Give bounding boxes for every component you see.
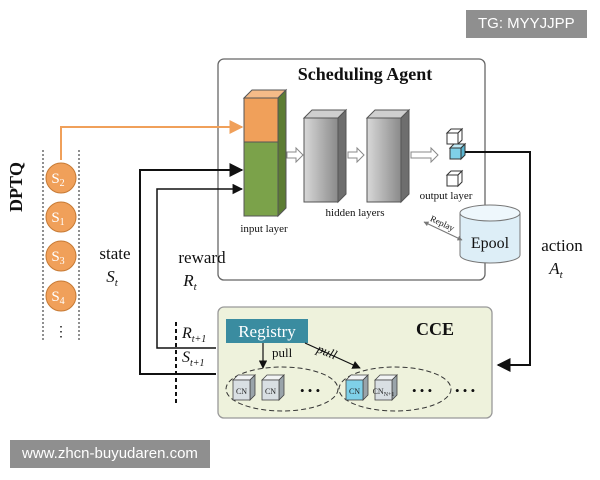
queue-ellipsis: ⋮ <box>54 325 68 340</box>
container-node-label: CN <box>265 387 276 396</box>
output-cube-selected <box>448 142 467 161</box>
reward-symbol: Rt <box>182 271 197 293</box>
next-reward-symbol: Rt+1 <box>181 325 206 345</box>
hidden-layer-1 <box>303 117 339 203</box>
layer-arrow-2 <box>347 146 365 164</box>
container-node: CN <box>232 374 256 401</box>
queue-item-circle <box>45 201 77 233</box>
reward-arrow <box>156 183 244 349</box>
queue-item-label: S2 <box>51 171 64 189</box>
group-2-dots: • • • <box>412 383 432 398</box>
pull-label-1: pull <box>272 345 293 360</box>
input-layer-orange <box>243 97 279 143</box>
action-arrow <box>465 151 531 372</box>
cce-title: CCE <box>416 319 454 339</box>
registry-box <box>226 319 308 343</box>
queue-item: S3 <box>45 240 77 272</box>
container-node: CN <box>261 374 285 401</box>
queue-item: S4 <box>45 280 77 312</box>
input-layer-label: input layer <box>240 223 288 235</box>
hidden-layer-1-side <box>337 108 347 204</box>
layer-arrow-1 <box>286 146 304 164</box>
container-node: CN <box>345 374 369 401</box>
output-layer-label: output layer <box>420 190 473 202</box>
epool-label: Epool <box>471 235 510 252</box>
layer-arrow-3 <box>410 146 439 164</box>
queue-item: S2 <box>45 162 77 194</box>
queue-item-label: S3 <box>51 249 64 267</box>
cce-nodes: CN CN CN CNN+1 <box>232 374 398 401</box>
queue-item-label: S1 <box>51 210 64 228</box>
group-1-dots: • • • <box>300 383 320 398</box>
next-state-symbol: St+1 <box>182 349 205 369</box>
replay-arrow <box>423 221 463 241</box>
queue-item-circle <box>45 280 77 312</box>
agent-title: Scheduling Agent <box>298 64 433 84</box>
epool-top <box>459 204 521 222</box>
output-cube-1 <box>445 127 464 146</box>
node-group-2 <box>338 366 452 412</box>
state-label: state <box>99 244 130 263</box>
queue-item-circle <box>45 162 77 194</box>
watermark-bottom: www.zhcn-buyudaren.com <box>10 440 210 468</box>
pull-arrow-2 <box>304 342 361 369</box>
queue-item-circle <box>45 240 77 272</box>
layer-arrows <box>286 146 439 164</box>
action-symbol: At <box>548 259 563 281</box>
input-layer-side-face <box>277 88 287 218</box>
hidden-layers-label: hidden layers <box>326 207 385 219</box>
container-node: CNN+1 <box>373 374 398 401</box>
reward-label: reward <box>178 248 226 267</box>
hidden-layer-2-side <box>400 108 410 204</box>
container-node-label: CNN+1 <box>373 387 395 398</box>
queue-item: S1 <box>45 201 77 233</box>
action-label: action <box>541 236 583 255</box>
node-group-1 <box>225 366 339 412</box>
trailing-dots: • • • <box>455 383 475 398</box>
container-node-label: CN <box>236 387 247 396</box>
queue-item-label: S4 <box>51 289 64 307</box>
dequeue-arrow <box>60 120 244 160</box>
state-symbol: St <box>106 267 119 289</box>
hidden-layer-2 <box>366 117 402 203</box>
state-arrow <box>139 163 244 375</box>
output-cube-3 <box>445 169 464 188</box>
dptq-title: DPTQ <box>6 162 26 212</box>
watermark-top: TG: MYYJJPP <box>466 10 587 38</box>
registry-label: Registry <box>238 322 296 341</box>
container-node-label: CN <box>349 387 360 396</box>
input-layer-green <box>243 141 279 217</box>
epool-cylinder <box>459 213 521 264</box>
